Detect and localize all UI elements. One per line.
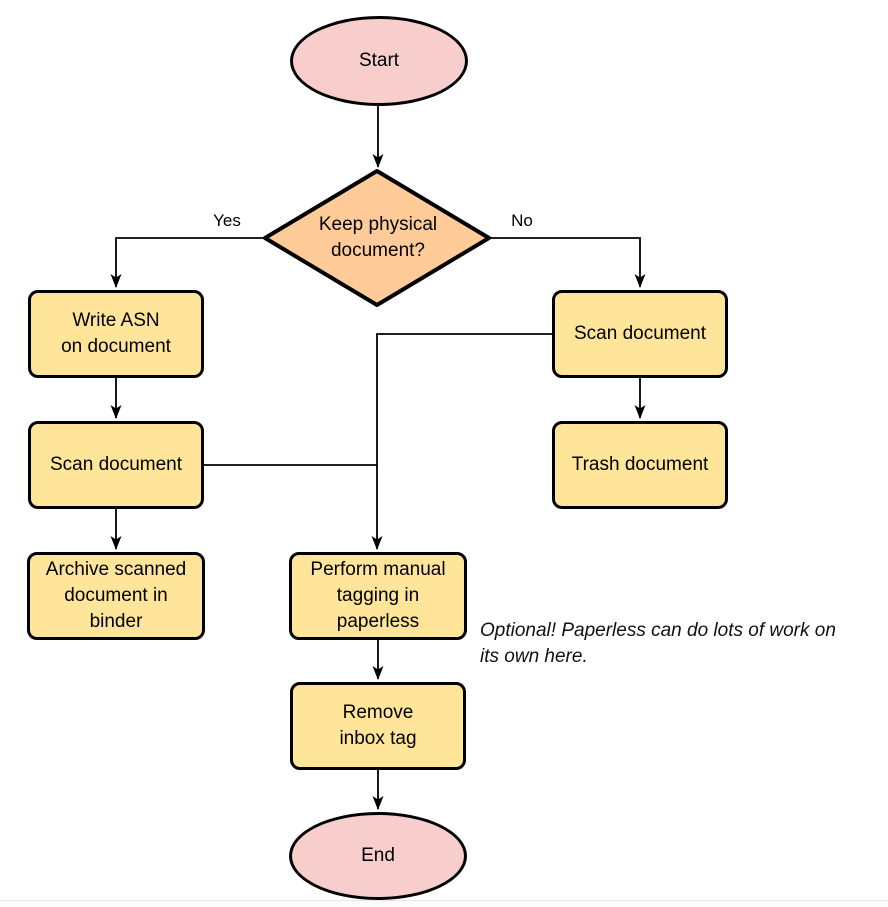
end-label: End xyxy=(361,845,395,866)
process-archive-scanned-document: Archive scanned document in binder xyxy=(27,552,205,640)
perform-tagging-label: Perform manual tagging in paperless xyxy=(310,559,446,632)
bottom-divider xyxy=(0,900,888,901)
edge-label-yes: Yes xyxy=(213,211,241,230)
process-perform-manual-tagging: Perform manual tagging in paperless xyxy=(289,552,467,640)
process-scan-document-right: Scan document xyxy=(552,290,728,378)
note-optional-paperless: Optional! Paperless can do lots of work … xyxy=(480,620,836,667)
process-trash-document: Trash document xyxy=(552,421,728,509)
write-asn-label: Write ASN on document xyxy=(61,310,171,357)
decision-keep-physical-document: Keep physical document? xyxy=(277,186,479,290)
edge-label-no: No xyxy=(511,211,533,230)
bottom-strip xyxy=(0,901,888,907)
trash-label: Trash document xyxy=(571,454,709,475)
archive-label: Archive scanned document in binder xyxy=(45,559,187,632)
process-remove-inbox-tag: Remove inbox tag xyxy=(290,682,466,770)
process-write-asn-on-document: Write ASN on document xyxy=(28,290,204,378)
decision-diamond-shape xyxy=(263,169,491,307)
start-terminator: Start xyxy=(290,16,468,106)
edge-decision-no-to-scan-right xyxy=(489,237,646,288)
scan-right-label: Scan document xyxy=(573,323,707,344)
decision-label: Keep physical document? xyxy=(318,214,438,261)
scan-left-label: Scan document xyxy=(49,454,183,475)
end-terminator: End xyxy=(289,812,467,900)
edge-scan-right-to-perform xyxy=(371,333,552,550)
edge-decision-yes-to-write-asn xyxy=(110,237,265,288)
start-label: Start xyxy=(358,50,400,71)
remove-inbox-label: Remove inbox tag xyxy=(339,702,417,749)
process-scan-document-left: Scan document xyxy=(28,421,204,509)
